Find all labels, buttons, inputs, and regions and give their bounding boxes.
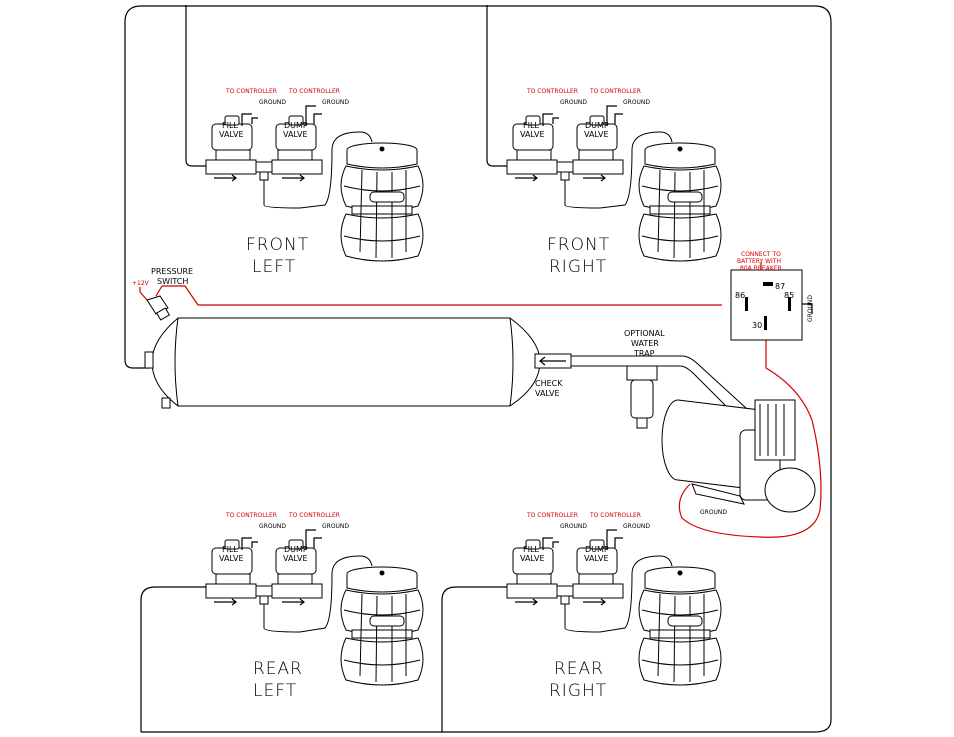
fl-dump-to-controller: TO CONTROLLER (288, 88, 340, 95)
fl-fill-line2: VALVE (219, 130, 244, 139)
water-trap-line2: WATER (631, 339, 659, 348)
rl-fill-line1: FILL (222, 545, 238, 554)
pressure-switch-line1: PRESSURE (151, 267, 193, 276)
fr-fill-line1: FILL (523, 121, 539, 130)
compressor-power-wire (678, 330, 822, 538)
rear-left-valve-pair (205, 529, 323, 606)
fl-fill-line1: FILL (222, 121, 238, 130)
relay-pin-85: 85 (784, 291, 794, 300)
fl-fill-to-controller: TO CONTROLLER (225, 88, 277, 95)
rear-right-line2: RIGHT (549, 681, 607, 701)
fl-fill-ground: GROUND (259, 99, 286, 106)
relay-pin-87: 87 (775, 282, 785, 291)
rr-fill-to-controller: TO CONTROLLER (526, 512, 578, 519)
rr-dump-line2: VALVE (584, 554, 609, 563)
rear-right-line1: REAR (554, 659, 604, 679)
rl-dump-to-controller: TO CONTROLLER (288, 512, 340, 519)
fl-dump-line1: DUMP (284, 121, 308, 130)
rl-dump-ground: GROUND (322, 523, 349, 530)
relay-pin-86: 86 (735, 291, 745, 300)
rl-dump-line2: VALVE (283, 554, 308, 563)
rear-left-line2: LEFT (253, 681, 297, 701)
front-right-bag-line (564, 131, 673, 209)
air-tank (144, 317, 541, 409)
front-right-line2: RIGHT (549, 257, 607, 277)
rr-fill-ground: GROUND (560, 523, 587, 530)
front-left-line2: LEFT (252, 257, 296, 277)
front-right-valve-pair (506, 105, 624, 182)
rl-fill-line2: VALVE (219, 554, 244, 563)
relay-pin-30: 30 (752, 321, 762, 330)
rear-right-bag-line (564, 555, 673, 633)
rr-dump-line1: DUMP (585, 545, 609, 554)
front-right-air-bag (638, 142, 722, 262)
relay-ground: GROUND (807, 295, 814, 322)
compressor-ground: GROUND (700, 509, 727, 516)
fr-fill-line2: VALVE (520, 130, 545, 139)
relay-note-line2: BATTERY WITH (737, 258, 781, 265)
rr-dump-to-controller: TO CONTROLLER (589, 512, 641, 519)
front-right-line1: FRONT (547, 235, 610, 255)
fl-dump-ground: GROUND (322, 99, 349, 106)
check-valve-line2: VALVE (535, 389, 560, 398)
rear-right-valve-pair (506, 529, 624, 606)
rr-fill-line1: FILL (523, 545, 539, 554)
pressure-switch (139, 285, 722, 321)
rl-dump-line1: DUMP (284, 545, 308, 554)
compressor (661, 399, 816, 513)
check-valve (534, 353, 572, 369)
water-trap-line3: TRAP (633, 349, 655, 358)
fr-fill-ground: GROUND (560, 99, 587, 106)
relay-note-line1: CONNECT TO (741, 251, 781, 258)
water-trap (626, 365, 658, 429)
rear-right-air-bag (638, 566, 722, 686)
rl-fill-ground: GROUND (259, 523, 286, 530)
rear-left-bag-line (263, 555, 373, 633)
frame-outline (124, 5, 832, 733)
compressor-supply-line (571, 355, 771, 441)
relay (730, 262, 803, 341)
fr-dump-line2: VALVE (584, 130, 609, 139)
front-left-bag-line (263, 131, 373, 209)
front-left-air-bag (340, 142, 424, 262)
rr-fill-line2: VALVE (520, 554, 545, 563)
fl-dump-line2: VALVE (283, 130, 308, 139)
rr-dump-ground: GROUND (623, 523, 650, 530)
fr-dump-ground: GROUND (623, 99, 650, 106)
rear-left-line1: REAR (253, 659, 303, 679)
front-left-line1: FRONT (246, 235, 309, 255)
front-left-valve-pair (205, 105, 323, 182)
fr-fill-to-controller: TO CONTROLLER (526, 88, 578, 95)
rl-fill-to-controller: TO CONTROLLER (225, 512, 277, 519)
water-trap-line1: OPTIONAL (624, 329, 665, 338)
pressure-switch-line2: SWITCH (157, 277, 188, 286)
rear-left-air-bag (340, 566, 424, 686)
relay-note-line3: 80A BREAKER (740, 265, 782, 272)
pressure-switch-voltage: +12V (132, 280, 150, 287)
check-valve-line1: CHECK (535, 379, 563, 388)
fr-dump-to-controller: TO CONTROLLER (589, 88, 641, 95)
fr-dump-line1: DUMP (585, 121, 609, 130)
